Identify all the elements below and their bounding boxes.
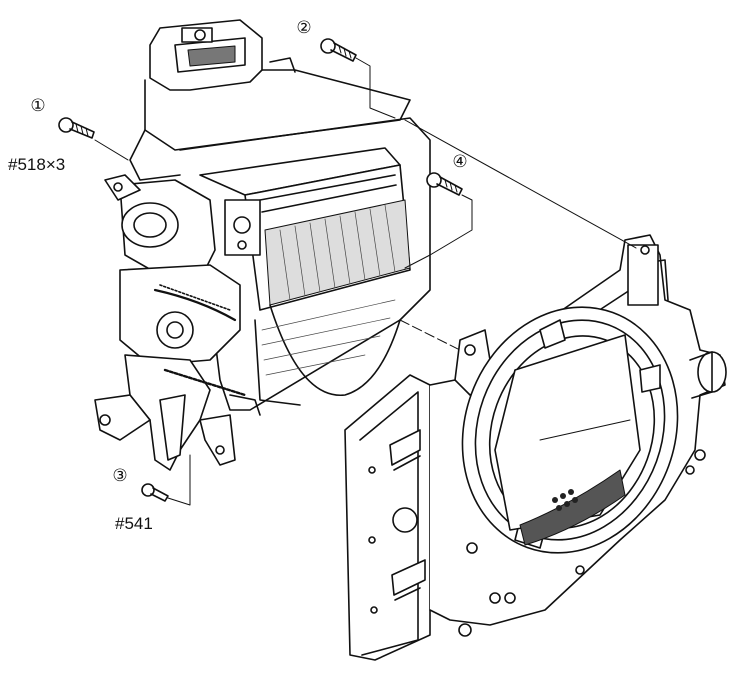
screw-4-icon <box>426 172 463 196</box>
front-body-plate <box>344 234 727 661</box>
screw-2-icon <box>320 38 357 62</box>
part-number-screw-3: #541 <box>115 514 153 533</box>
callout-4: ④ <box>452 152 468 172</box>
screw-3-icon <box>141 483 169 502</box>
mirror-box-assembly <box>94 19 431 471</box>
screw-1-icon <box>58 117 95 139</box>
callout-2: ② <box>296 18 312 38</box>
callout-1: ① <box>30 96 46 116</box>
part-number-screw-1: #518×3 <box>8 155 66 174</box>
callout-3: ③ <box>112 466 128 486</box>
assembly-leader-lines <box>94 57 637 506</box>
